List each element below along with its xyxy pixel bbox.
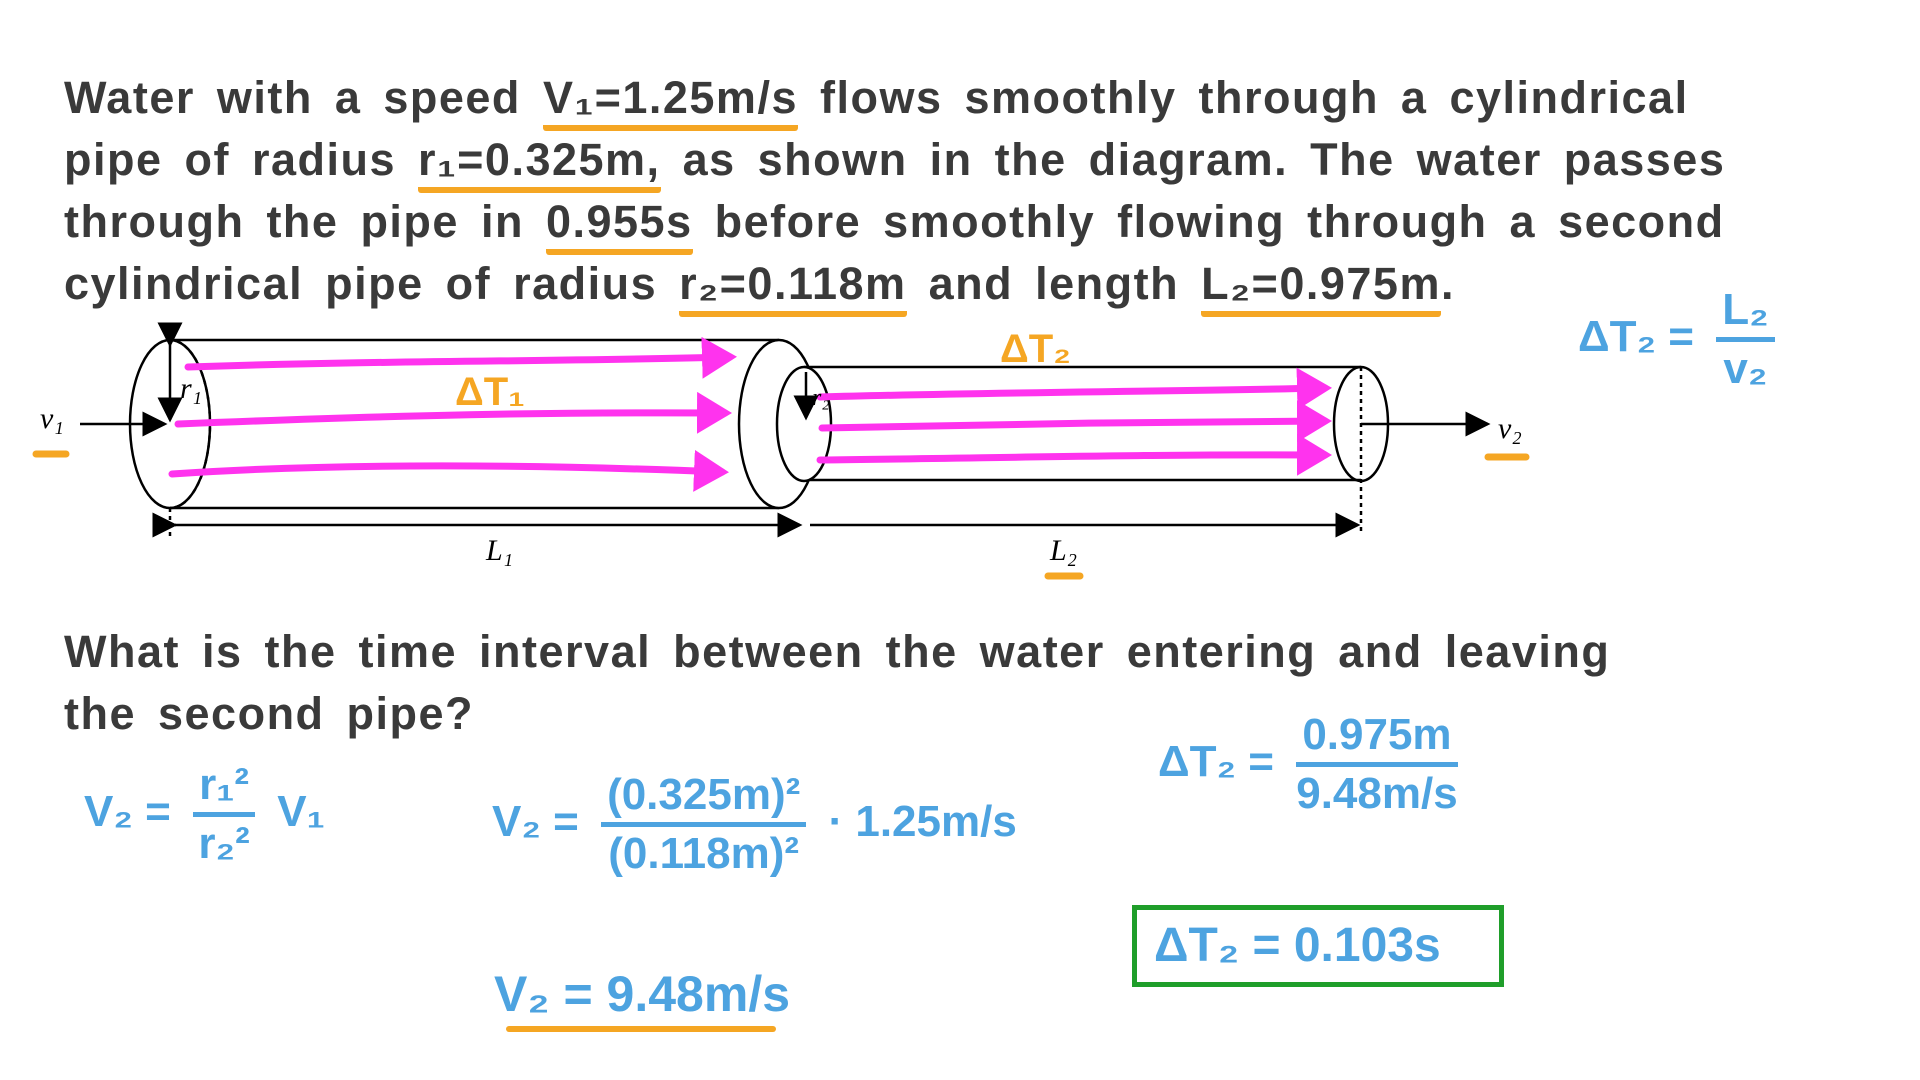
highlighted-value: L₂=0.975m (1201, 258, 1441, 317)
problem-text: flows smoothly through a cylindrical (797, 72, 1689, 123)
formula-lhs: V₂ = (84, 787, 171, 837)
highlighted-value: r₂=0.118m (679, 258, 907, 317)
delta-t1-label: ΔT₁ (455, 370, 525, 414)
question-line-2: the second pipe? (64, 688, 475, 739)
problem-line: through the pipe in 0.955s before smooth… (64, 196, 1725, 255)
formula-numerator: (0.325m)² (601, 770, 807, 827)
formula-numerator: L₂ (1716, 285, 1775, 342)
problem-text: cylindrical pipe of radius (64, 258, 680, 309)
problem-line: Water with a speed V₁=1.25m/s flows smoo… (64, 72, 1689, 131)
v2-substitution: V₂ = (0.325m)²(0.118m)² · 1.25m/s (492, 770, 1017, 879)
problem-text: pipe of radius (64, 134, 419, 185)
formula-rhs: V₁ (277, 787, 325, 837)
r2-label: r₂ (812, 385, 830, 411)
label-underlines (32, 450, 1530, 580)
problem-line: pipe of radius r₁=0.325m, as shown in th… (64, 134, 1726, 193)
formula-lhs: V₂ = (492, 797, 579, 847)
formula-denominator: (0.118m)² (608, 829, 800, 878)
highlighted-value: V₁=1.25m/s (542, 72, 798, 131)
problem-line: cylindrical pipe of radius r₂=0.118m and… (64, 258, 1455, 317)
problem-text: through the pipe in (64, 196, 546, 247)
v2-result: V₂ = 9.48m/s (494, 966, 791, 1022)
answer-box (1132, 905, 1504, 987)
answer: ΔT₂ = 0.103s (1154, 919, 1441, 972)
highlighted-value: 0.955s (545, 196, 693, 255)
formula-denominator: 9.48m/s (1296, 769, 1458, 818)
r1-label: r₁ (180, 372, 202, 405)
problem-text: Water with a speed (64, 72, 543, 123)
question-line-1: What is the time interval between the wa… (64, 626, 1611, 677)
problem-text: before smoothly flowing through a second (692, 196, 1725, 247)
L1-label: L₁ (485, 534, 513, 567)
flow-arrows (168, 336, 1332, 492)
v1-label: v₁ (40, 402, 64, 435)
formula-denominator: v₂ (1723, 344, 1768, 393)
formula-numerator: r₁² (193, 760, 256, 817)
delta-t2-label: ΔT₂ (1000, 327, 1071, 371)
highlighted-value: r₁=0.325m, (418, 134, 661, 193)
L2-label: L₂ (1049, 534, 1077, 567)
formula-denominator: r₂² (198, 819, 250, 868)
formula-lhs: ΔT₂ = (1578, 312, 1694, 362)
formula-rhs: · 1.25m/s (828, 797, 1017, 847)
problem-text: and length (906, 258, 1202, 309)
v2-result-underline (506, 1026, 776, 1032)
dimension-lines (80, 322, 1491, 538)
v2-label: v₂ (1498, 412, 1522, 445)
formula-numerator: 0.975m (1296, 710, 1458, 767)
formula-lhs: ΔT₂ = (1158, 737, 1274, 787)
problem-text: . (1440, 258, 1455, 309)
problem-text: as shown in the diagram. The water passe… (660, 134, 1726, 185)
